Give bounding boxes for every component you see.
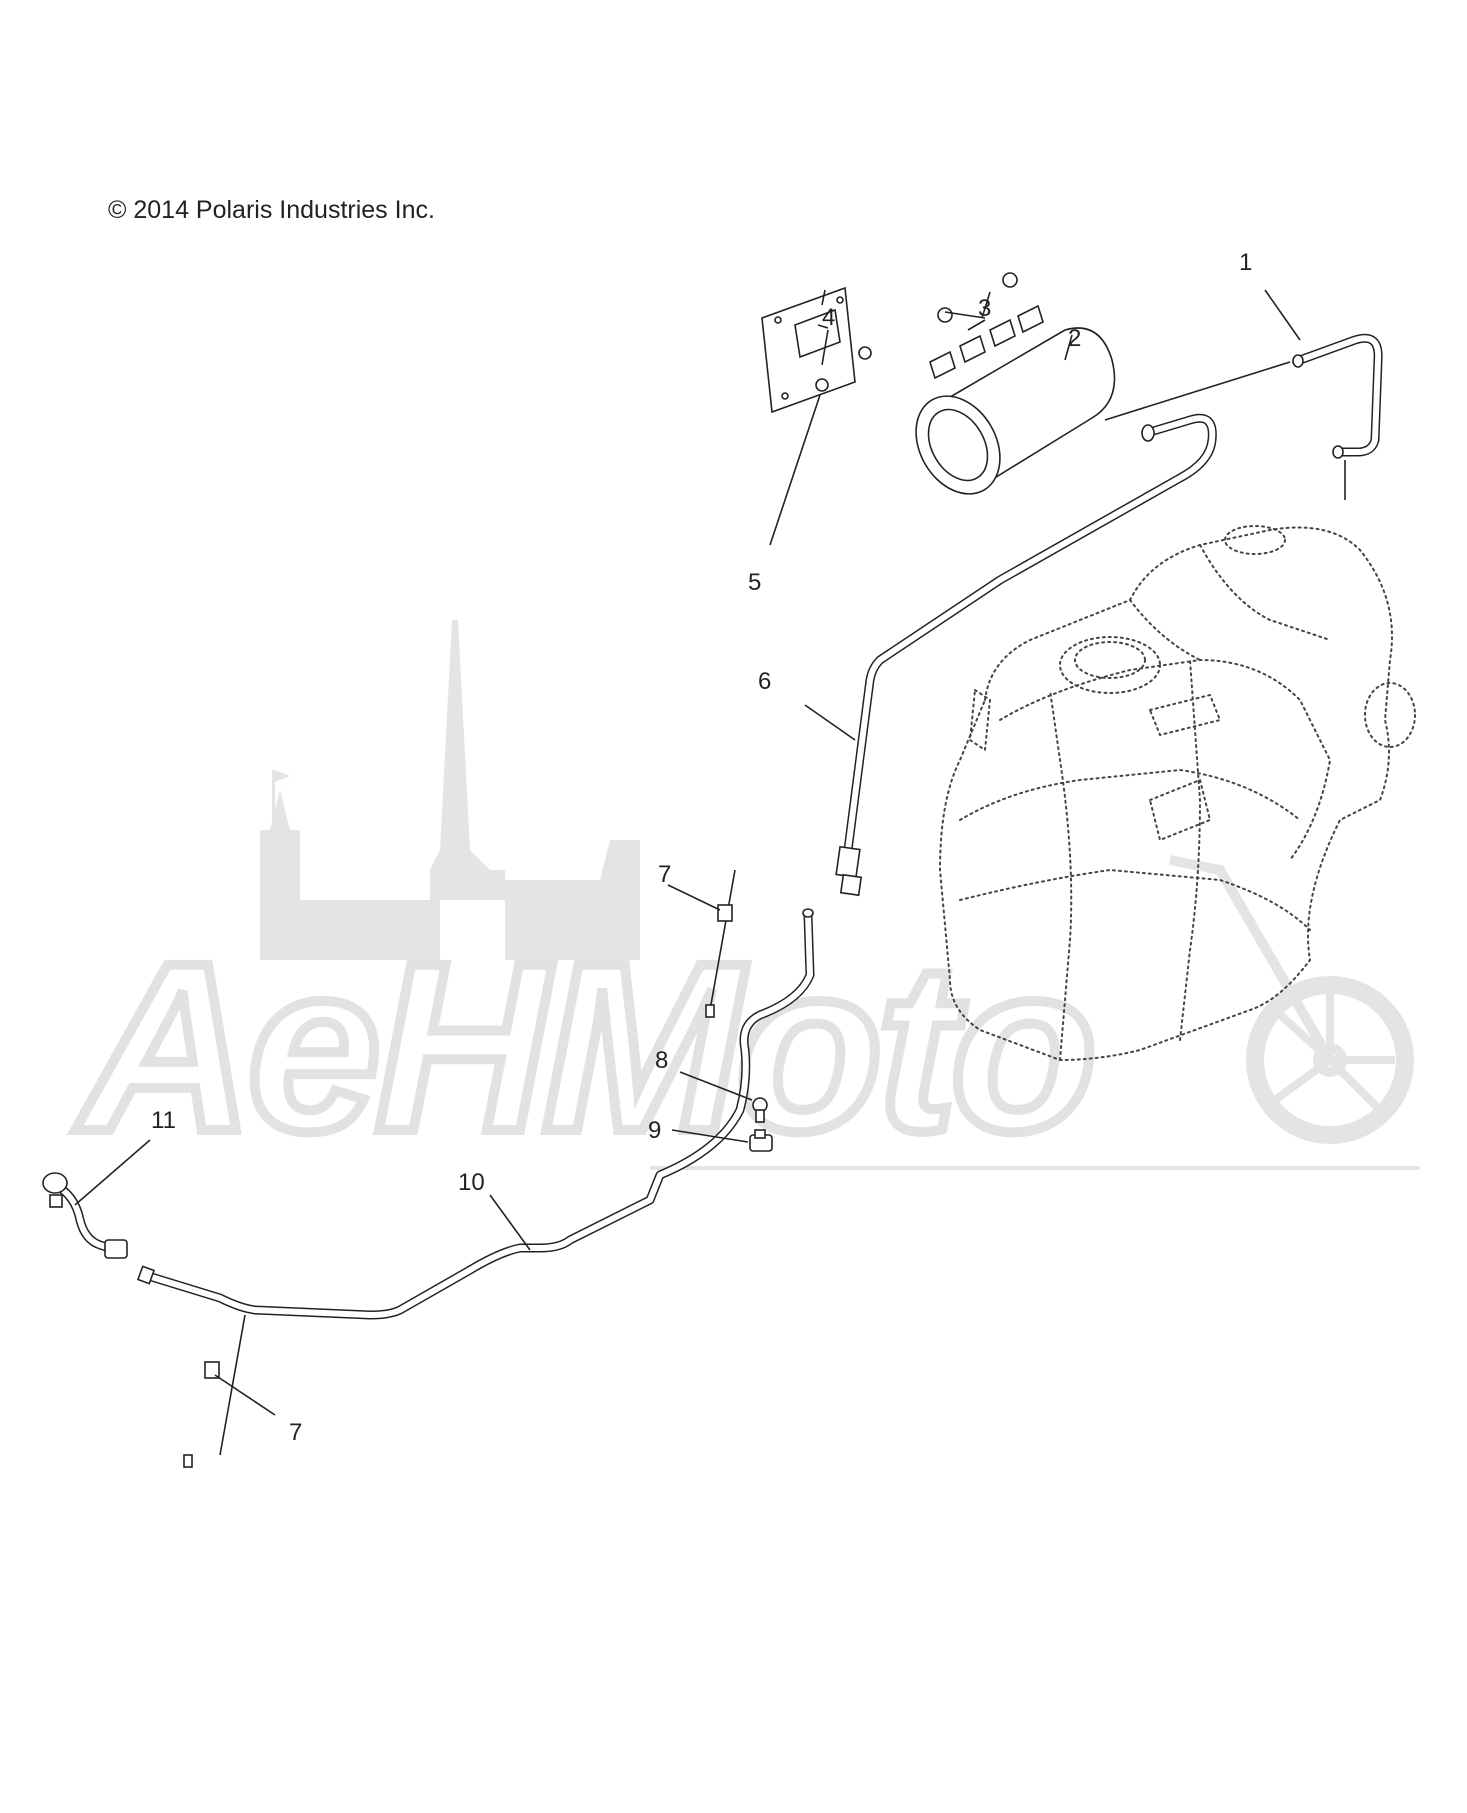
callout-9: 9 [648, 1117, 661, 1144]
callout-6: 6 [758, 668, 771, 695]
part-10-fuel-line [136, 908, 815, 1320]
part-9-clip [671, 1129, 773, 1152]
watermark: AeHMoto [70, 620, 1420, 1186]
part-2-charcoal-canister [915, 304, 1291, 495]
part-3-screws [937, 272, 1018, 331]
part-6-canister-hose [835, 413, 1217, 897]
callout-7-upper: 7 [658, 861, 671, 888]
callout-7-lower: 7 [289, 1419, 302, 1446]
part-1-vapor-hose [1292, 333, 1383, 500]
callout-5: 5 [748, 569, 761, 596]
watermark-text: AeHMoto [75, 913, 1091, 1181]
part-7-tie-strap-upper [667, 869, 736, 1018]
callout-8: 8 [655, 1047, 668, 1074]
callout-3: 3 [978, 295, 991, 322]
callout-numbers: 1 2 3 4 5 6 7 7 8 9 10 11 [151, 249, 1252, 1446]
callout-1: 1 [1239, 249, 1252, 276]
copyright-notice: © 2014 Polaris Industries Inc. [108, 196, 435, 224]
callout-2: 2 [1068, 325, 1081, 352]
callout-11: 11 [151, 1107, 176, 1134]
part-7-tie-strap-lower [183, 1314, 276, 1468]
part-11-quick-connector [42, 1139, 151, 1259]
callout-10: 10 [458, 1169, 485, 1196]
part-8-screw [679, 1071, 768, 1123]
part-4-mounting-bracket [761, 286, 872, 414]
callout-4: 4 [822, 304, 835, 331]
fuel-tank [938, 525, 1416, 1062]
